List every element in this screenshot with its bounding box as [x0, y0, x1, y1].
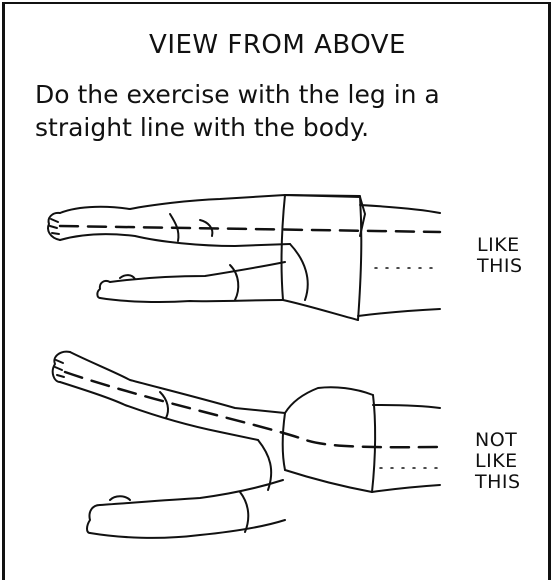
correct-label: LIKE THIS: [477, 235, 523, 277]
incorrect-label-line: NOT: [475, 430, 521, 451]
incorrect-label-line: THIS: [475, 472, 521, 493]
correct-label-line: LIKE: [477, 235, 523, 256]
correct-label-line: THIS: [477, 256, 523, 277]
correct-hips: [282, 195, 285, 300]
incorrect-label-line: LIKE: [475, 451, 521, 472]
incorrect-resting-foot: [87, 505, 100, 533]
incorrect-label: NOT LIKE THIS: [475, 430, 521, 493]
figure-incorrect-illustration: [53, 352, 440, 538]
correct-resting-foot: [97, 281, 110, 298]
incorrect-resting-leg: [100, 480, 283, 505]
correct-resting-leg: [110, 262, 285, 282]
incorrect-hips: [285, 387, 373, 413]
figure-correct-illustration: [48, 195, 440, 320]
correct-alignment-line: [60, 226, 440, 232]
